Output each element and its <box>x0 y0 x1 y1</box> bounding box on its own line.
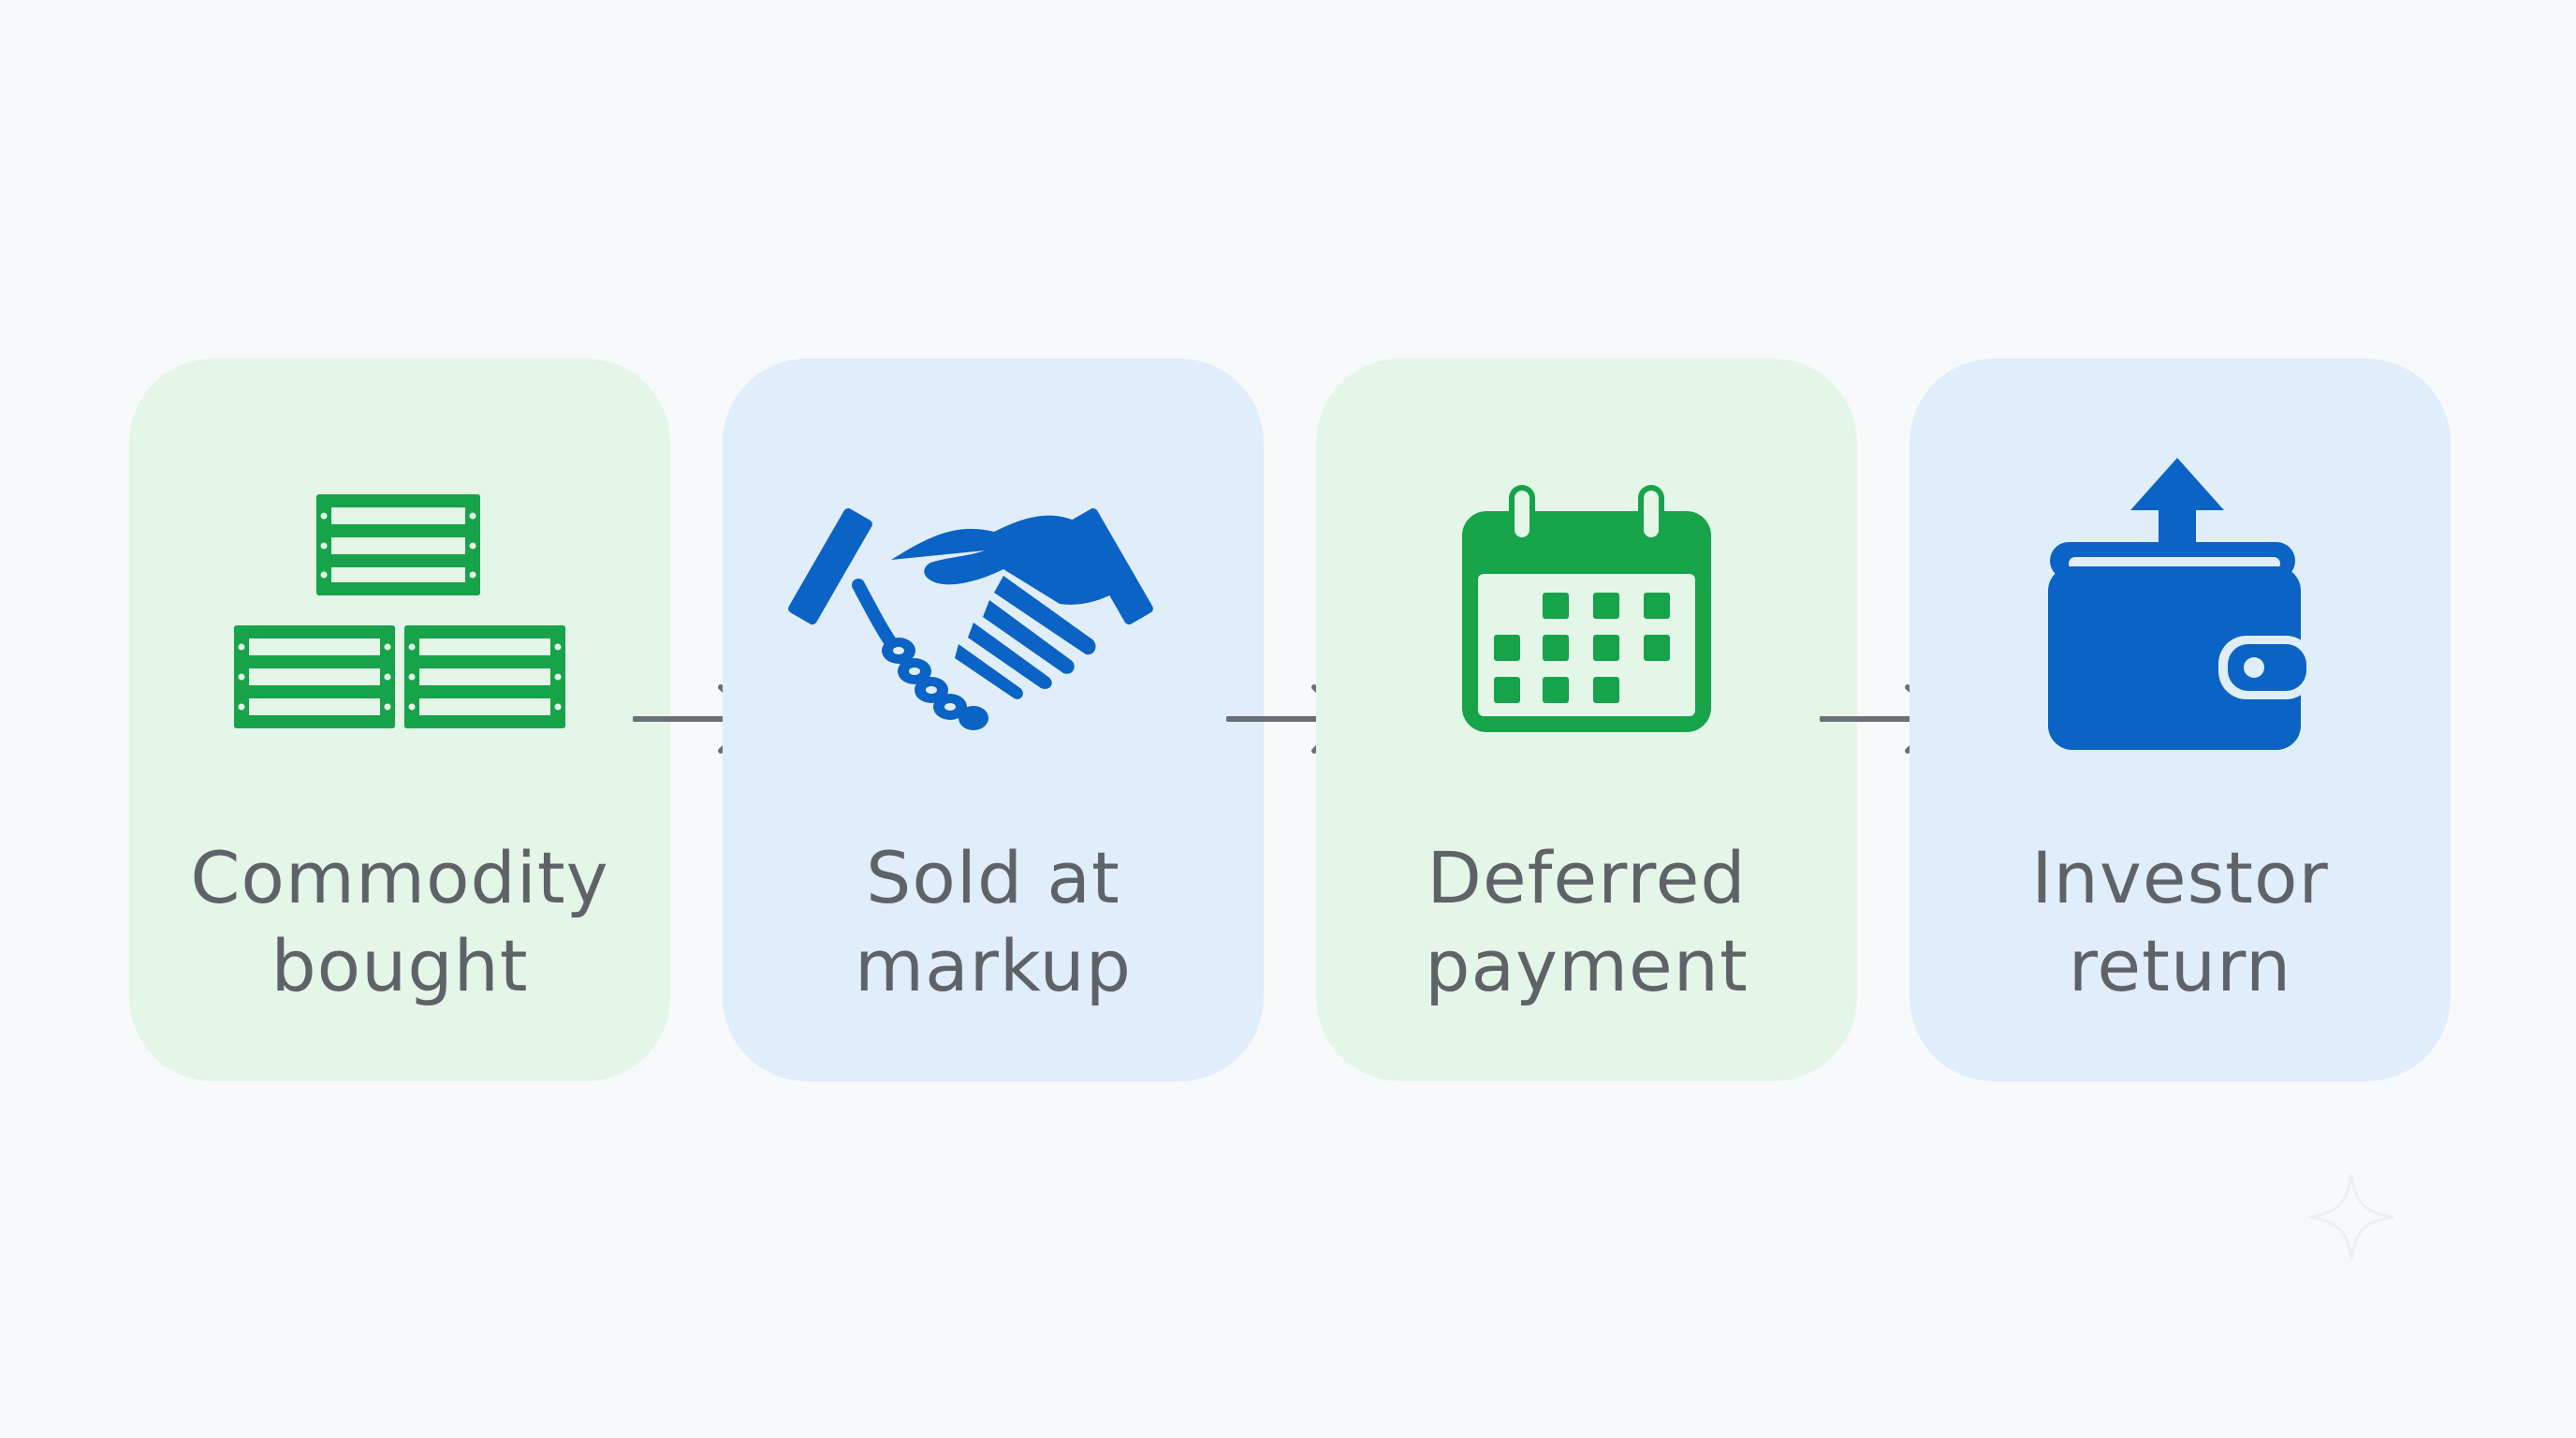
step-card-deferred-payment: Deferred payment <box>1316 359 1857 1081</box>
calendar-icon <box>1462 485 1711 732</box>
step-label: Deferred payment <box>1425 836 1749 1007</box>
wallet-icon <box>2048 458 2314 750</box>
handshake-icon <box>788 507 1153 730</box>
step-card-sold-at-markup: Sold at markup <box>723 359 1264 1081</box>
step-label: Commodity bought <box>190 836 609 1007</box>
crates-icon <box>234 494 565 728</box>
step-label: Investor return <box>2031 836 2329 1007</box>
step-card-investor-return: Investor return <box>1910 359 2451 1081</box>
sparkle-icon <box>2308 1174 2394 1260</box>
step-label: Sold at markup <box>855 836 1132 1007</box>
step-card-commodity-bought: Commodity bought <box>129 359 670 1081</box>
